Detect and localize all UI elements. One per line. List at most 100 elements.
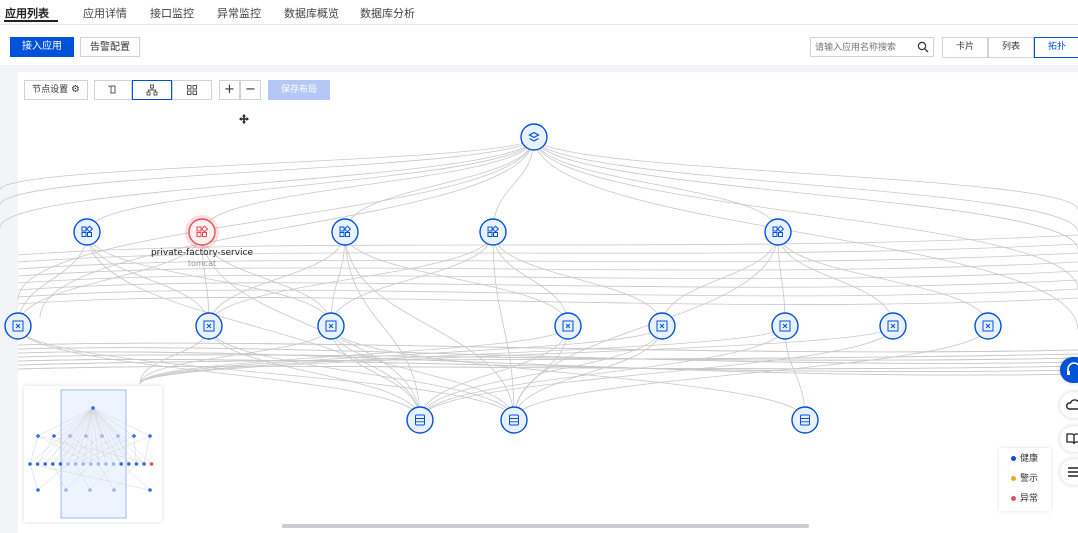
api-icon	[779, 320, 791, 332]
minimap-edge	[89, 463, 114, 491]
api-node[interactable]	[195, 312, 223, 340]
toolbar: 接入应用 告警配置 卡片 列表 拓扑	[0, 25, 1078, 65]
app-icon	[339, 225, 352, 237]
zoom-in-button[interactable]: +	[219, 80, 240, 100]
tab-exception-monitor[interactable]: 异常监控	[217, 7, 261, 20]
minimap-edge	[92, 407, 135, 437]
minimap-node	[148, 488, 152, 492]
legend-dot-icon	[1011, 476, 1016, 481]
app-node[interactable]	[73, 218, 101, 246]
minimap-node	[89, 462, 93, 466]
minimap-edge	[75, 463, 91, 491]
minimap-node	[111, 462, 116, 466]
minimap-node	[100, 434, 104, 438]
minimap-node	[66, 462, 70, 466]
minimap-node	[52, 434, 56, 438]
database-node[interactable]	[500, 406, 528, 434]
api-node[interactable]	[879, 312, 907, 340]
layout-free-button[interactable]	[94, 80, 132, 100]
view-card-button[interactable]: 卡片	[942, 37, 988, 58]
minimap-node	[112, 488, 116, 492]
cloud-button[interactable]	[1060, 392, 1078, 418]
node-settings-label: 节点设置	[32, 85, 69, 95]
minimap[interactable]	[24, 386, 162, 522]
app-node[interactable]	[331, 218, 359, 246]
minimap-node	[28, 462, 32, 466]
api-node[interactable]	[771, 312, 799, 340]
database-icon	[800, 414, 810, 426]
minimap-node	[91, 406, 95, 410]
layout-grid-button[interactable]	[172, 80, 212, 100]
tab-interface-monitor[interactable]: 接口监控	[150, 7, 194, 20]
minimap-edge	[37, 407, 94, 465]
minimap-edge	[52, 463, 67, 491]
minimap-edge	[52, 435, 87, 465]
minimap-edge	[92, 407, 99, 465]
customer-service-button[interactable]	[1060, 357, 1078, 383]
view-topology-button[interactable]: 拓扑	[1034, 37, 1078, 58]
tab-database-overview[interactable]: 数据库概览	[284, 7, 339, 20]
add-app-button[interactable]: 接入应用	[10, 37, 74, 57]
docs-button[interactable]	[1060, 426, 1078, 452]
minimap-node	[73, 462, 78, 466]
api-icon	[562, 320, 574, 332]
zoom-out-button[interactable]: −	[240, 80, 261, 100]
app-node-private-factory-service[interactable]	[185, 215, 219, 249]
minimap-edge	[121, 463, 151, 491]
minimap-node	[58, 462, 63, 466]
minimap-edge	[29, 463, 39, 491]
topology-canvas[interactable]	[18, 72, 1078, 533]
api-node[interactable]	[648, 312, 676, 340]
minimap-edge	[92, 407, 107, 465]
database-node[interactable]	[406, 406, 434, 434]
app-node[interactable]	[764, 218, 792, 246]
minimap-edge	[29, 463, 151, 491]
menu-button[interactable]	[1060, 459, 1078, 485]
minimap-node	[134, 462, 139, 466]
alert-config-button[interactable]: 告警配置	[80, 37, 140, 57]
minimap-node	[51, 462, 55, 466]
api-node[interactable]	[974, 312, 1002, 340]
root-service-node[interactable]	[520, 123, 548, 151]
horizontal-scrollbar[interactable]	[282, 524, 809, 528]
node-settings-button[interactable]: 节点设置 ⚙	[24, 80, 88, 100]
minimap-node	[64, 488, 68, 492]
tab-database-analysis[interactable]: 数据库分析	[360, 7, 415, 20]
save-layout-button[interactable]: 保存布局	[268, 80, 330, 100]
view-list-button[interactable]: 列表	[988, 37, 1034, 58]
app-node[interactable]	[479, 218, 507, 246]
api-node[interactable]	[4, 312, 32, 340]
database-node[interactable]	[791, 406, 819, 434]
search-input[interactable]	[815, 41, 911, 54]
book-icon	[1066, 433, 1078, 445]
search-icon[interactable]	[917, 41, 929, 53]
minimap-edge	[60, 435, 103, 465]
minimap-edge	[101, 435, 122, 465]
minimap-edge	[133, 435, 137, 465]
legend-label: 健康	[1020, 454, 1039, 464]
layers-icon-lower	[529, 137, 539, 142]
minimap-node	[36, 434, 40, 438]
status-legend: 健康 警示 异常	[999, 448, 1051, 511]
legend-item-healthy: 健康	[1011, 452, 1038, 466]
minimap-node	[35, 462, 40, 466]
minimap-edge	[29, 435, 39, 465]
api-node[interactable]	[317, 312, 345, 340]
minimap-node	[96, 462, 101, 466]
tab-app-detail[interactable]: 应用详情	[83, 7, 127, 20]
minimap-node	[81, 462, 85, 466]
minimap-node	[68, 434, 72, 438]
layout-hierarchy-button[interactable]	[132, 80, 172, 100]
minimap-node	[132, 434, 136, 438]
minimap-node	[84, 434, 88, 438]
minimap-graph	[28, 389, 154, 519]
gear-icon: ⚙	[70, 84, 80, 95]
tab-app-list[interactable]: 应用列表	[5, 7, 49, 20]
app-icon	[487, 225, 500, 237]
minimap-edge	[117, 435, 130, 465]
grid-icon	[187, 84, 197, 95]
database-icon	[415, 414, 425, 426]
database-icon	[509, 414, 519, 426]
cloud-icon	[1065, 399, 1078, 410]
api-node[interactable]	[554, 312, 582, 340]
